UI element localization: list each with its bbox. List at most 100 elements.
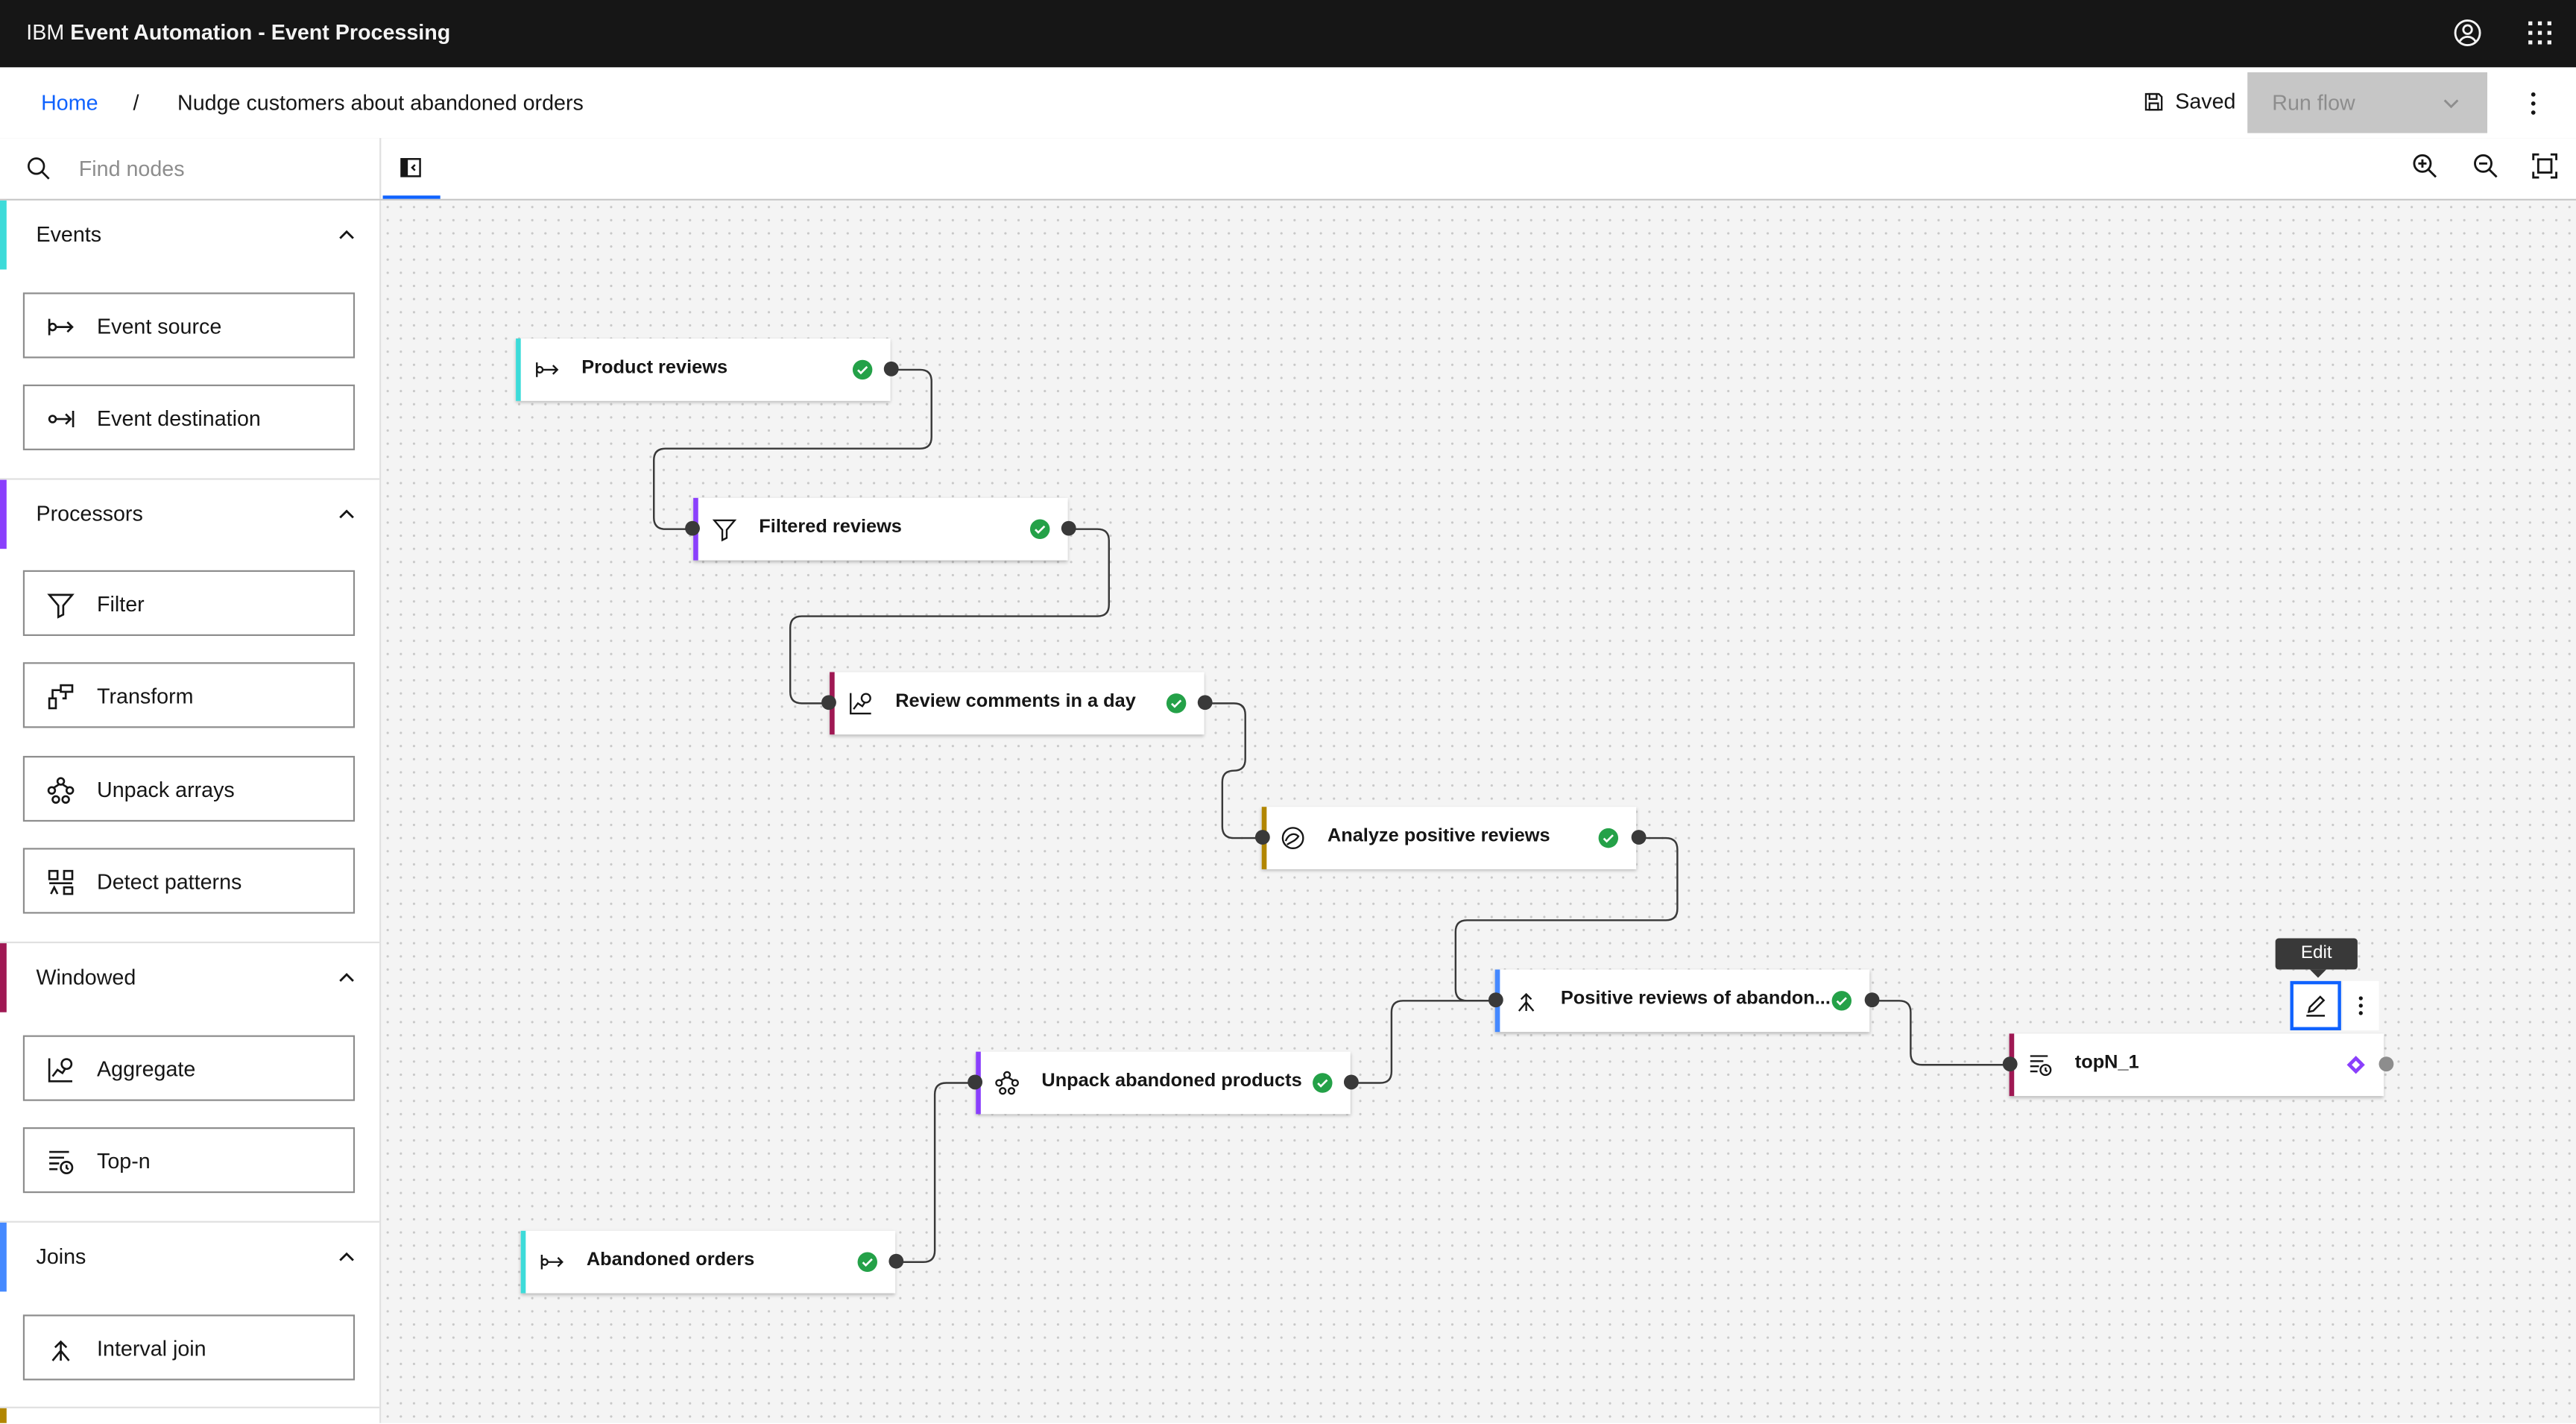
output-port[interactable] (1631, 830, 1647, 845)
palette-section-joins[interactable]: Joins (0, 1220, 380, 1292)
filter-icon (47, 593, 75, 619)
palette-item-label: Top-n (97, 1148, 151, 1173)
wire-analyze-to-join (1454, 837, 1679, 1002)
connection-wires (653, 368, 2010, 1263)
valid-status-icon (1029, 519, 1050, 539)
node-label: Filtered reviews (759, 517, 902, 538)
palette-item-unpack-arrays[interactable]: Unpack arrays (22, 755, 356, 822)
output-port[interactable] (1864, 992, 1880, 1008)
section-label: Events (36, 221, 102, 247)
section-label: Processors (36, 501, 143, 526)
input-port[interactable] (821, 695, 836, 711)
overflow-menu-icon (2358, 996, 2363, 1015)
edit-pencil-icon (2306, 995, 2326, 1017)
run-flow-button[interactable]: Run flow (2247, 72, 2488, 133)
output-port[interactable] (1061, 520, 1076, 536)
chevron-up-icon (339, 230, 354, 239)
breadcrumb-home-link[interactable]: Home (41, 90, 98, 116)
node-color-bar (516, 338, 521, 401)
palette-item-top-n[interactable]: Top-n (22, 1127, 356, 1194)
palette-toggle-button[interactable] (382, 138, 441, 199)
palette-item-detect-patterns[interactable]: Detect patterns (22, 848, 356, 914)
node-label: Review comments in a day (895, 691, 1136, 712)
valid-status-icon (1831, 991, 1852, 1011)
chevron-up-icon (339, 973, 354, 982)
palette-section-events[interactable]: Events (0, 200, 379, 270)
filter-icon (712, 519, 737, 542)
app-title[interactable]: IBM Event Automation - Event Processing (26, 19, 450, 44)
input-port[interactable] (967, 1074, 983, 1090)
input-port[interactable] (1254, 830, 1270, 845)
input-port[interactable] (2002, 1056, 2018, 1072)
palette-item-label: Interval join (97, 1335, 206, 1361)
node-label: Analyze positive reviews (1327, 826, 1550, 847)
flow-node-filtered-reviews[interactable]: Filtered reviews (693, 497, 1068, 561)
unpack-arrays-icon (47, 777, 75, 804)
node-color-bar (520, 1230, 526, 1294)
node-label: Positive reviews of abandon... (1560, 989, 1831, 1009)
output-port[interactable] (2378, 1056, 2394, 1072)
interval-join-icon (1518, 992, 1535, 1012)
top-n-icon (2030, 1055, 2052, 1077)
input-port[interactable] (685, 520, 700, 536)
event-source-icon (540, 1254, 564, 1270)
zoom-out-icon[interactable] (2472, 153, 2502, 183)
node-search[interactable]: Find nodes (0, 138, 382, 199)
event-destination-icon (48, 411, 75, 428)
palette-item-aggregate[interactable]: Aggregate (22, 1035, 356, 1101)
palette-section-processors[interactable]: Processors (0, 478, 380, 549)
output-port[interactable] (888, 1253, 904, 1269)
palette-section-windowed[interactable]: Windowed (0, 941, 380, 1012)
edit-node-button[interactable] (2290, 980, 2341, 1030)
palette-item-label: Unpack arrays (97, 777, 235, 802)
flow-node-analyze-positive-reviews[interactable]: Analyze positive reviews (1261, 807, 1637, 869)
search-icon (28, 157, 50, 180)
palette-item-event-source[interactable]: Event source (22, 292, 356, 359)
section-color-bar (0, 1222, 7, 1292)
chevron-down-icon (2443, 99, 2459, 109)
fit-to-screen-icon[interactable] (2532, 153, 2562, 183)
wire-aggregate-to-analyze (1205, 702, 1262, 839)
zoom-in-icon[interactable] (2412, 153, 2442, 183)
node-label: Abandoned orders (586, 1250, 755, 1270)
palette-item-label: Event source (97, 313, 222, 339)
user-avatar-icon[interactable] (2452, 16, 2484, 49)
flow-name: Nudge customers about abandoned orders (177, 90, 584, 116)
flow-node-product-reviews[interactable]: Product reviews (516, 338, 891, 401)
valid-status-icon (857, 1252, 877, 1272)
flow-node-abandoned-orders[interactable]: Abandoned orders (520, 1230, 896, 1294)
palette-item-interval-join[interactable]: Interval join (22, 1314, 356, 1381)
flow-node-topn[interactable]: topN_1 (2009, 1033, 2384, 1097)
wire-unpack-to-join (1351, 1000, 1495, 1084)
section-color-bar (0, 479, 7, 549)
unpack-arrays-icon (995, 1071, 1019, 1095)
flow-node-unpack-abandoned-products[interactable]: Unpack abandoned products (976, 1051, 1351, 1115)
node-label: Product reviews (581, 358, 728, 378)
flow-canvas[interactable]: Product reviews Filtered reviews Review … (381, 200, 2576, 1423)
valid-status-icon (1166, 693, 1187, 713)
palette-item-filter[interactable]: Filter (22, 570, 356, 636)
flow-node-positive-reviews-join[interactable]: Positive reviews of abandon... (1494, 969, 1870, 1033)
output-port[interactable] (1197, 695, 1213, 711)
app-switcher-icon[interactable] (2523, 16, 2556, 49)
palette-item-event-destination[interactable]: Event destination (22, 384, 356, 450)
palette-section-more (0, 1406, 380, 1423)
valid-status-icon (852, 359, 873, 380)
overflow-menu-icon[interactable] (2517, 87, 2550, 120)
aggregate-icon (48, 1058, 73, 1083)
section-color-bar (0, 200, 7, 270)
flow-node-review-comments[interactable]: Review comments in a day (830, 672, 1205, 735)
output-port[interactable] (883, 361, 899, 377)
node-overflow-menu-button[interactable] (2343, 980, 2379, 1030)
section-label: Windowed (36, 964, 136, 989)
save-icon (2144, 92, 2163, 110)
custom-processor-icon (1281, 827, 1304, 849)
output-port[interactable] (1343, 1074, 1359, 1090)
palette-item-transform[interactable]: Transform (22, 662, 356, 728)
input-port[interactable] (1488, 992, 1503, 1008)
aggregate-icon (850, 693, 871, 715)
search-input[interactable]: Find nodes (78, 156, 185, 181)
section-color-bar (0, 1408, 7, 1423)
valid-status-icon (1313, 1073, 1333, 1093)
